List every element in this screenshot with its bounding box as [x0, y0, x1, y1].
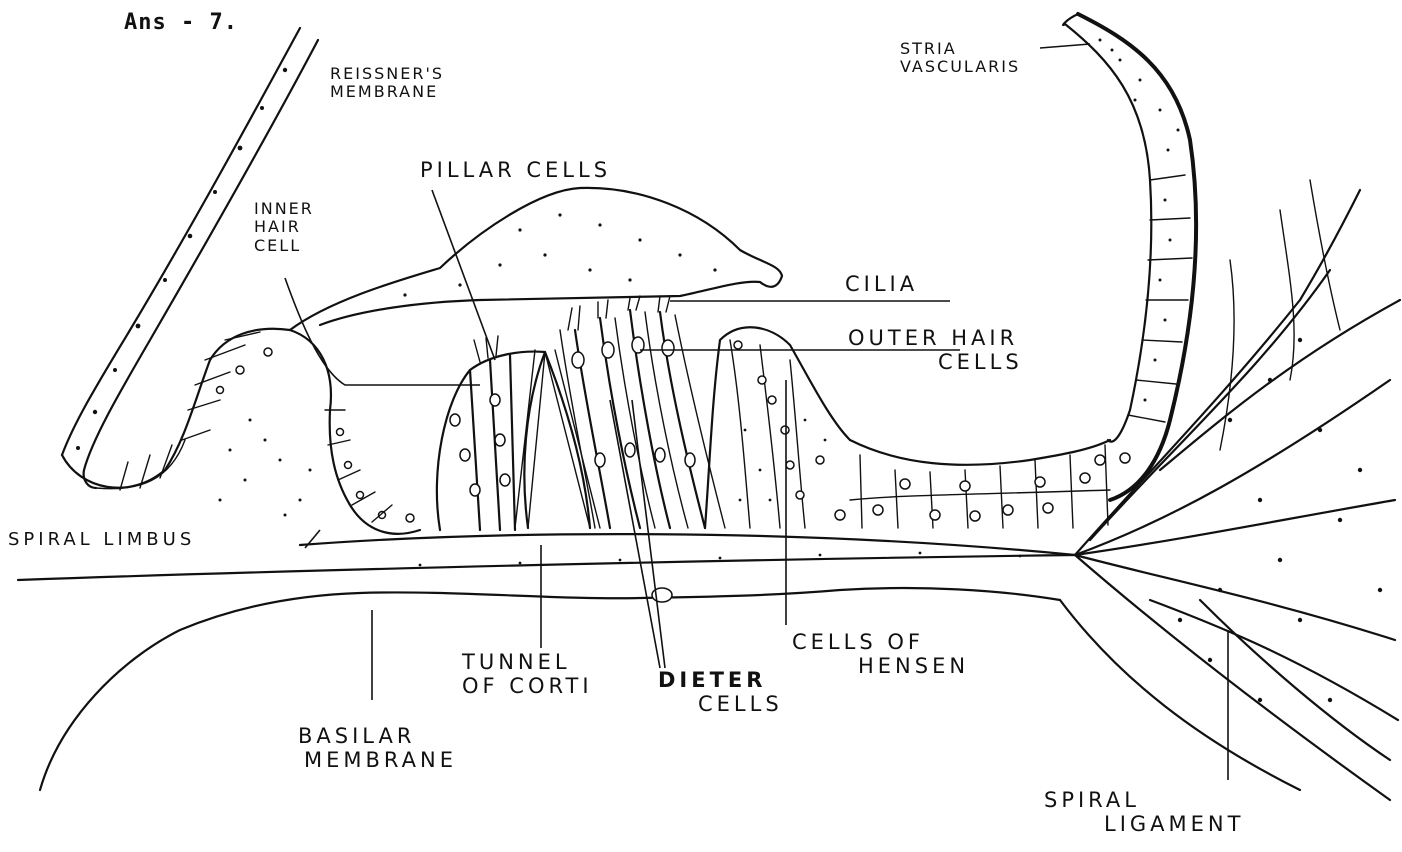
spiral-limbus [62, 329, 420, 534]
label-pillar-cells: PILLAR CELLS [420, 158, 611, 182]
label-spiral-limbus: SPIRAL LIMBUS [8, 530, 195, 551]
label-spiral-ligament: SPIRAL LIGAMENT [1044, 788, 1244, 836]
answer-number: Ans - 7. [124, 10, 238, 35]
label-stria-vascularis: STRIA VASCULARIS [900, 40, 1020, 77]
label-reissners-membrane: REISSNER'S MEMBRANE [330, 65, 444, 102]
label-basilar-membrane: BASILAR MEMBRANE [298, 724, 457, 772]
organ-of-corti [437, 296, 725, 530]
tectorial-membrane [290, 188, 782, 330]
leader-pillar [432, 190, 495, 360]
leader-stria [1040, 44, 1090, 48]
label-cells-of-hensen: CELLS OF HENSEN [792, 630, 969, 678]
label-dieter-cells: DIETER CELLS [658, 668, 783, 716]
label-inner-hair-cell: INNER HAIR CELL [254, 200, 314, 255]
leader-spiral-limbus [305, 530, 320, 548]
leader-inner-hair [285, 278, 480, 385]
tunnel-of-corti [524, 352, 590, 528]
stria-vascularis [1063, 14, 1196, 500]
spiral-ligament [1060, 180, 1400, 800]
label-cilia: CILIA [845, 272, 918, 296]
label-outer-hair-cells: OUTER HAIR CELLS [848, 326, 1023, 374]
label-tunnel-of-corti: TUNNEL OF CORTI [462, 650, 593, 698]
